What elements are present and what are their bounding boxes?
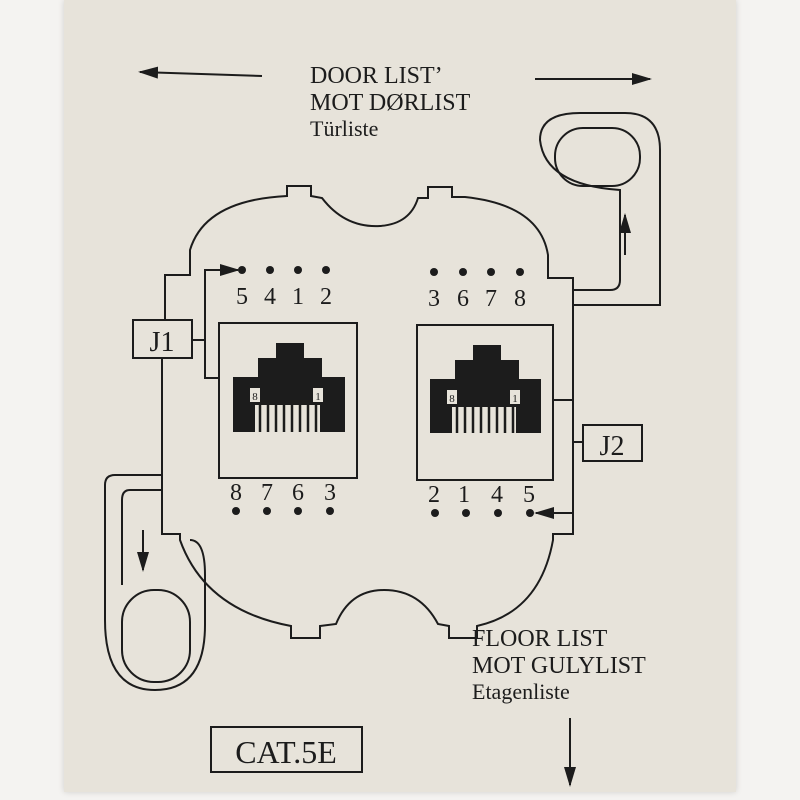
door-arrow-left [138,66,263,79]
pin-number: 2 [428,482,440,508]
j2-pin8-label: 8 [449,393,455,405]
pin-number: 3 [324,480,336,506]
category-box [210,726,363,773]
rj45-jack-j2: 8 1 [416,324,554,481]
j1-wire [192,270,238,379]
pin-number: 5 [523,482,535,508]
rj45-jack-j1: 8 1 [218,322,358,479]
door-label-line3: Türliste [310,116,378,141]
floor-label-line2: MOT GULYLIST [472,653,646,679]
pin-number: 8 [514,286,526,312]
instruction-paper [64,0,736,792]
j2-pin1-label: 1 [512,393,518,405]
pin-number: 4 [491,482,503,508]
pin-number: 6 [292,480,304,506]
pin-number: 6 [457,286,469,312]
category-label: CAT.5E [235,734,337,770]
j1-pin8-label: 8 [252,391,258,403]
j2-wire [536,399,583,513]
j1-bottom-pins: 8 7 6 3 [230,480,336,515]
door-cable-loop [538,112,661,306]
door-label-line1: DOOR LIST’ [310,63,443,89]
floor-label-line3: Etagenliste [472,679,570,704]
pin-number: 7 [485,286,497,312]
floor-cable-loop [104,474,206,692]
j2-label: J2 [600,431,625,462]
j2-bottom-pins: 2 1 4 5 [428,482,535,517]
pin-number: 7 [261,480,273,506]
door-loop-hole [554,127,641,187]
pin-number: 2 [320,284,332,310]
j1-pin1-label: 1 [315,391,321,403]
door-label-line2: MOT DØRLIST [310,90,471,116]
pin-number: 1 [292,284,304,310]
pin-number: 3 [428,286,440,312]
pin-number: 8 [230,480,242,506]
j1-top-pins: 5 4 1 2 [236,266,332,310]
pin-number: 5 [236,284,248,310]
j2-top-pins: 3 6 7 8 [428,268,526,312]
j1-label: J1 [150,327,175,358]
floor-loop-hole [121,589,191,683]
pin-number: 4 [264,284,276,310]
pin-number: 1 [458,482,470,508]
socket-body-outline [161,185,574,639]
floor-label-line1: FLOOR LIST [472,626,608,652]
